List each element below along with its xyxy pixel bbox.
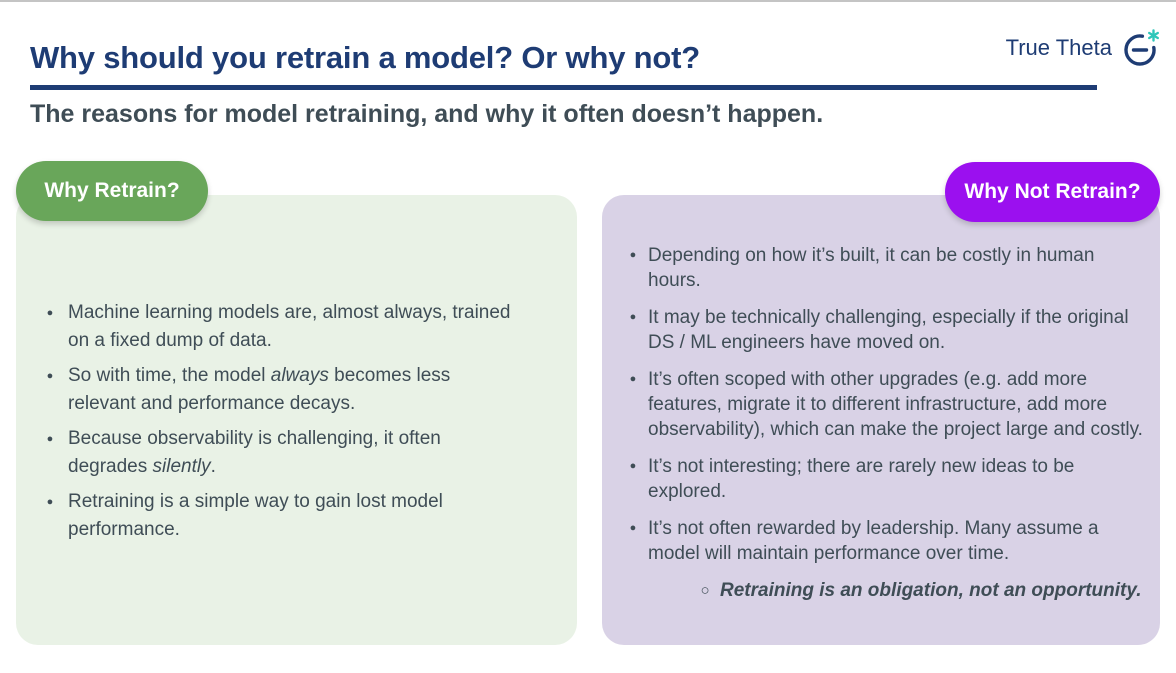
list-item: ● It may be technically challenging, espe… [618, 305, 1152, 355]
title-divider [30, 85, 1097, 90]
bullet-text: Retraining is a simple way to gain lost … [68, 491, 443, 540]
page-title: Why should you retrain a model? Or why n… [30, 40, 700, 75]
bullet-text: Depending on how it’s built, it can be c… [648, 245, 1095, 291]
bullet-text: It’s not often rewarded by leadership. M… [648, 518, 1099, 564]
logo-text: True Theta [1005, 35, 1112, 60]
list-item: ● So with time, the model always becomes … [32, 362, 519, 418]
list-item: ● Machine learning models are, almost alw… [32, 299, 519, 355]
list-item: ● It’s not interesting; there are rarely … [618, 454, 1152, 504]
dot-bullet-icon: ● [629, 522, 637, 534]
true-theta-logo: True Theta [1006, 28, 1160, 68]
sub-list-item: ○ Retraining is an obligation, not an opp… [618, 578, 1152, 603]
list-item: ● Retraining is a simple way to gain lost… [32, 488, 519, 544]
dot-bullet-icon: ● [46, 433, 54, 445]
bullet-text: It may be technically challenging, espec… [648, 307, 1129, 353]
list-item: ● It’s often scoped with other upgrades (… [618, 367, 1152, 442]
list-item: ● It’s not often rewarded by leadership. … [618, 516, 1152, 566]
theta-circle-asterisk-icon [1124, 29, 1159, 66]
bullet-text: Machine learning models are, almost alwa… [68, 302, 511, 351]
dot-bullet-icon: ● [629, 373, 637, 385]
why-not-retrain-list: ● Depending on how it’s built, it can be … [602, 195, 1160, 603]
dot-bullet-icon: ● [629, 311, 637, 323]
why-retrain-panel: ● Machine learning models are, almost alw… [16, 195, 577, 645]
why-not-retrain-badge: Why Not Retrain? [945, 162, 1160, 222]
bullet-text: It’s often scoped with other upgrades (e… [648, 369, 1143, 440]
why-not-retrain-panel: ● Depending on how it’s built, it can be … [602, 195, 1160, 645]
dot-bullet-icon: ● [629, 249, 637, 261]
top-border-line [0, 0, 1176, 2]
page-subtitle: The reasons for model retraining, and wh… [30, 100, 824, 128]
dot-bullet-icon: ● [46, 496, 54, 508]
why-retrain-badge: Why Retrain? [16, 161, 208, 221]
bullet-text: So with time, the model always becomes l… [68, 365, 451, 414]
bullet-text: It’s not interesting; there are rarely n… [648, 456, 1075, 502]
dot-bullet-icon: ● [46, 307, 54, 319]
open-circle-bullet-icon: ○ [700, 582, 710, 599]
dot-bullet-icon: ● [46, 370, 54, 382]
dot-bullet-icon: ● [629, 460, 637, 472]
list-item: ● Because observability is challenging, i… [32, 425, 519, 481]
bullet-text: Because observability is challenging, it… [68, 428, 441, 477]
bullet-text: Retraining is an obligation, not an oppo… [720, 580, 1142, 601]
why-retrain-list: ● Machine learning models are, almost alw… [16, 195, 577, 544]
list-item: ● Depending on how it’s built, it can be … [618, 243, 1152, 293]
